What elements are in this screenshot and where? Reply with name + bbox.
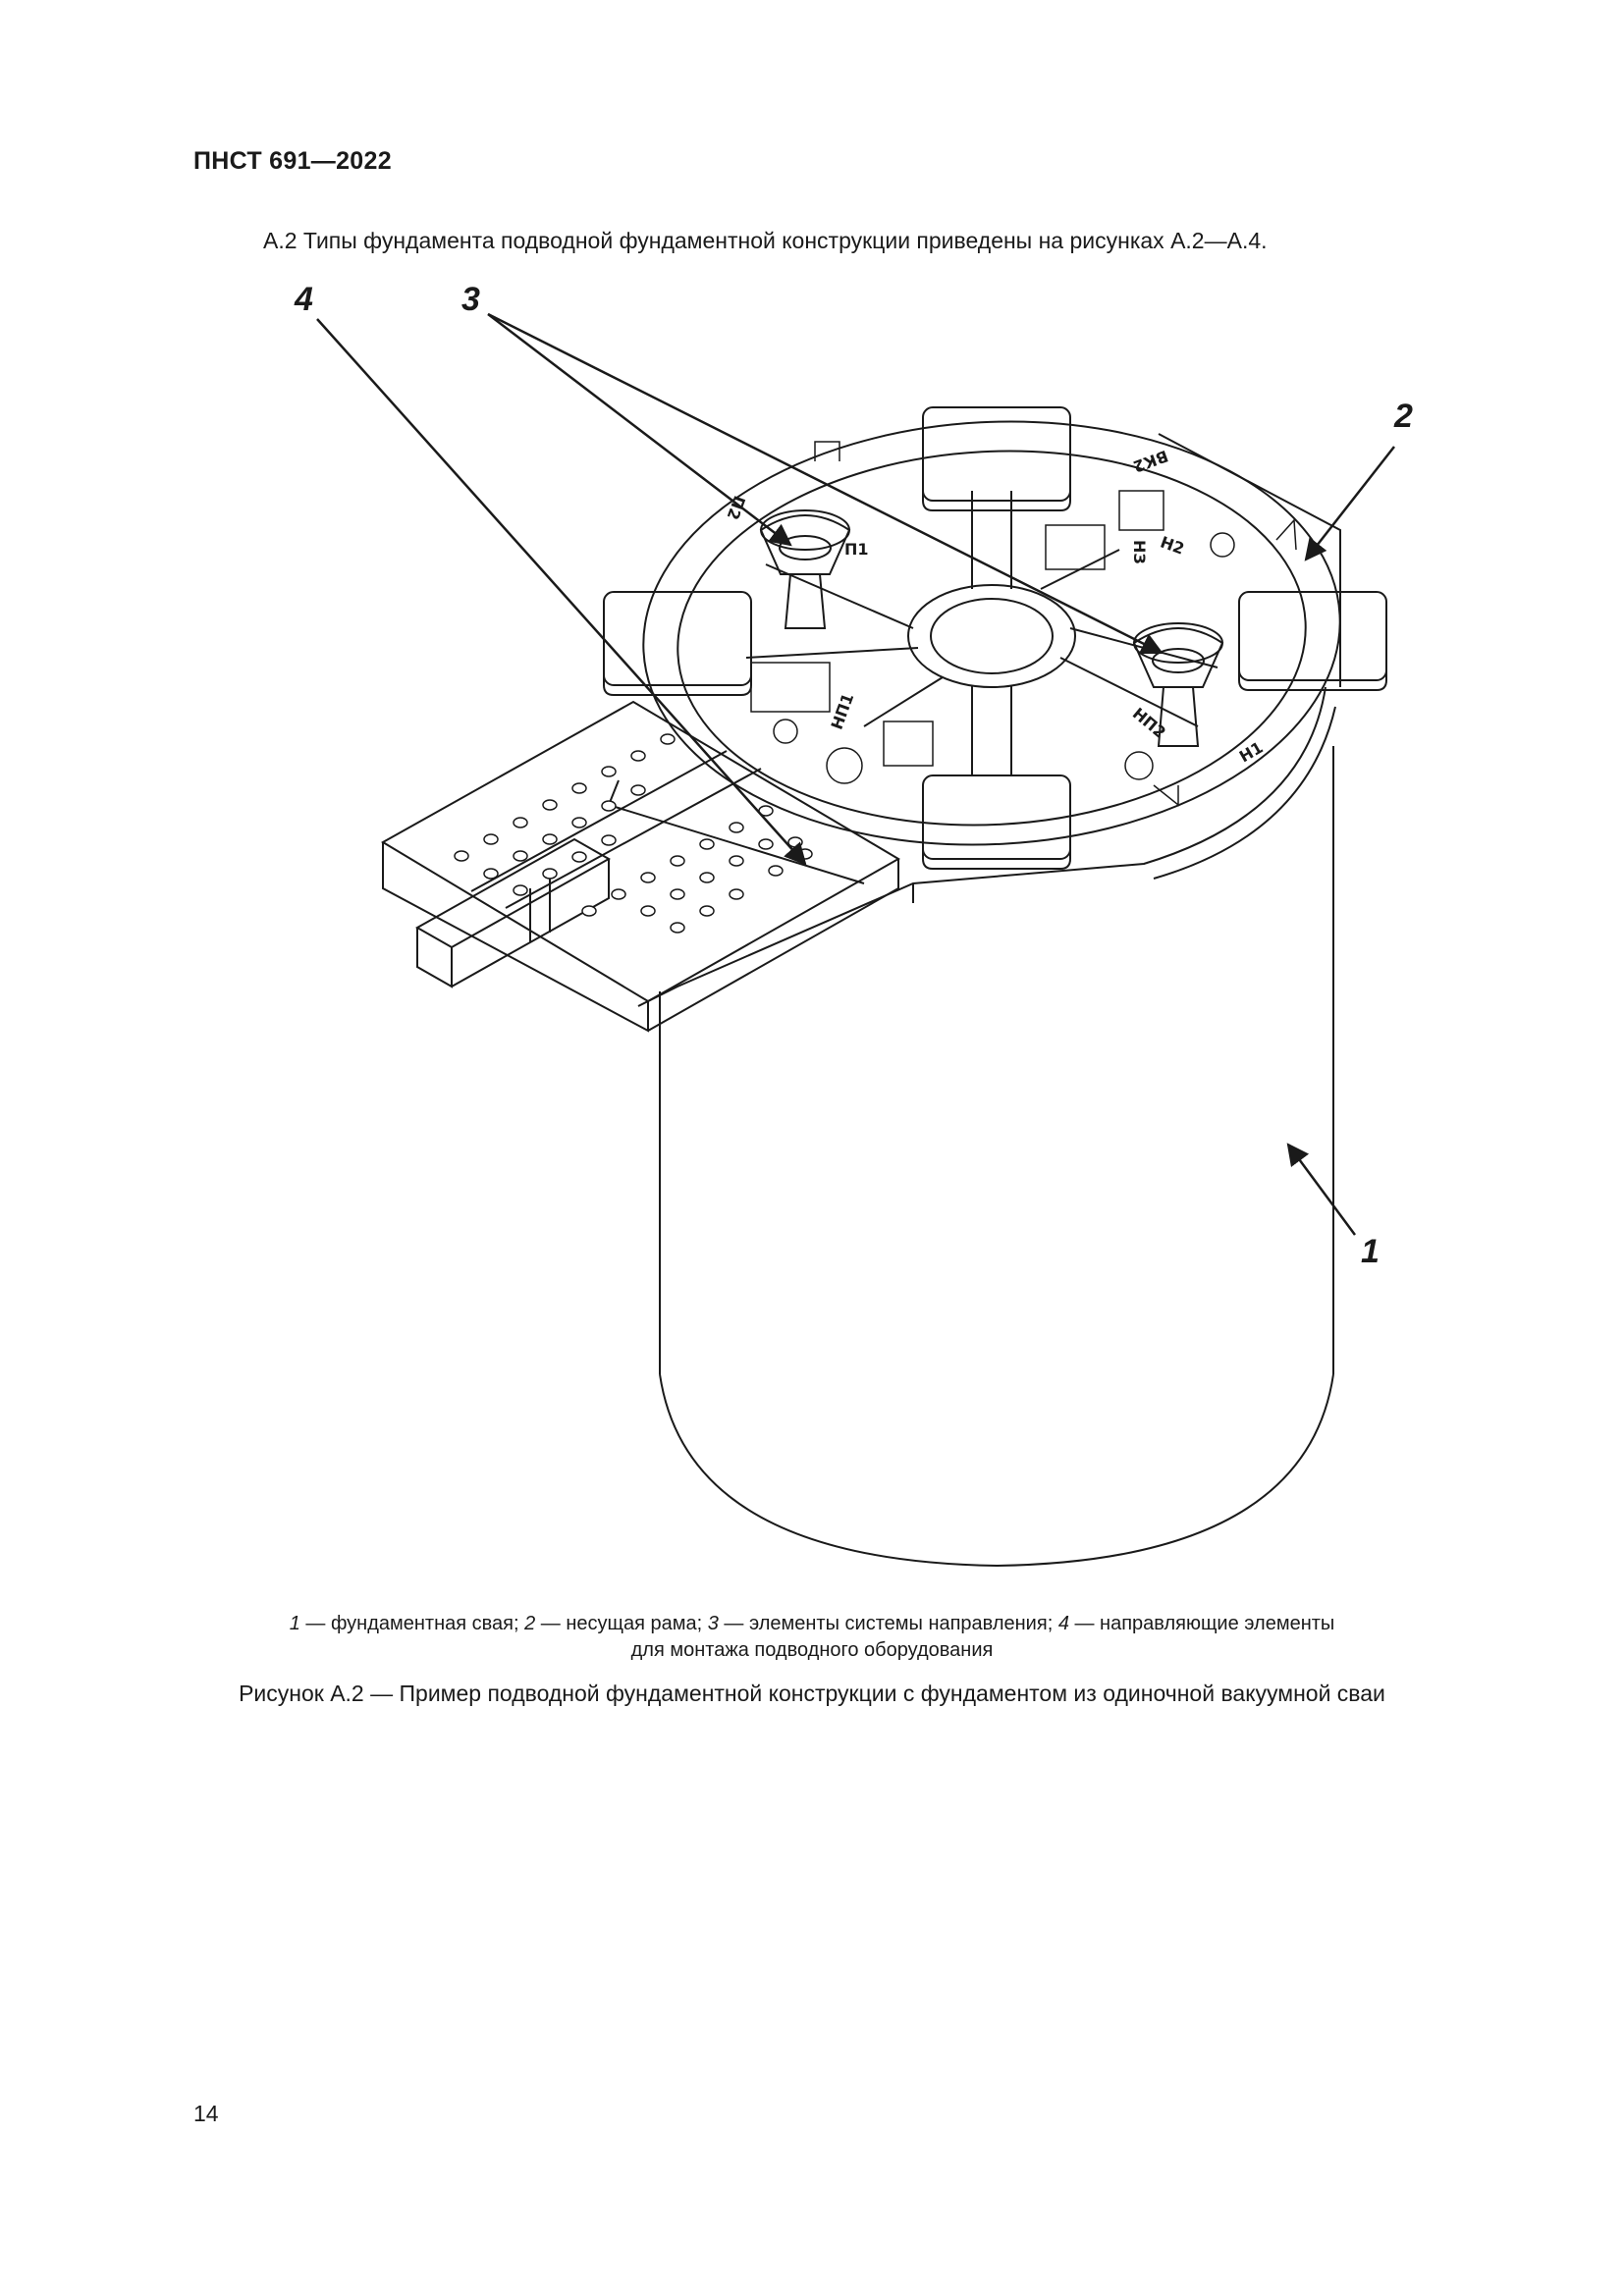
callout-4: 4 xyxy=(295,281,313,318)
frame-details xyxy=(750,441,1297,807)
legend-line-2: для монтажа подводного оборудования xyxy=(630,1639,994,1661)
legend-text-4: — направляющие элементы xyxy=(1068,1613,1335,1634)
figure-caption: Рисунок А.2 — Пример подводной фундамент… xyxy=(239,1681,1385,1706)
intro-paragraph: А.2 Типы фундамента подводной фундаментн… xyxy=(263,228,1268,253)
carrier-frame xyxy=(642,420,1341,846)
legend-num-3: 3 xyxy=(707,1613,719,1634)
legend-num-4: 4 xyxy=(1057,1613,1069,1634)
legend-text-3: — элементы системы направления; xyxy=(718,1613,1058,1634)
foundation-structure-drawing: ВК2 НЗ П2 Н1 НП1 П1 НП2 Н2 xyxy=(316,312,1395,1568)
frame-label-vk2: ВК2 xyxy=(1131,447,1171,476)
foundation-pile xyxy=(659,746,1334,1568)
figure-legend: 1 — фундаментная свая; 2 — несущая рама;… xyxy=(196,1611,1428,1664)
callout-2: 2 xyxy=(1394,398,1413,435)
legend-num-2: 2 xyxy=(524,1613,536,1634)
legend-num-1: 1 xyxy=(289,1613,300,1634)
legend-text-1: — фундаментная свая; xyxy=(299,1613,525,1634)
callout-1: 1 xyxy=(1361,1233,1380,1270)
legend-text-2: — несущая рама; xyxy=(535,1613,708,1634)
page-number: 14 xyxy=(193,2101,219,2126)
frame-label-p1: П1 xyxy=(844,540,869,559)
legend-line-1: 1 — фундаментная свая; 2 — несущая рама;… xyxy=(196,1611,1428,1637)
leader-lines xyxy=(316,312,1395,1236)
callout-3: 3 xyxy=(461,281,480,318)
frame-skirt xyxy=(637,686,1326,1007)
frame-label-np1: НП1 xyxy=(827,691,857,732)
frame-label-n2: Н2 xyxy=(1158,532,1187,558)
guide-pads xyxy=(603,406,1387,870)
document-header-code: ПНСТ 691—2022 xyxy=(193,147,392,175)
platform-holes xyxy=(454,733,813,934)
frame-label-n1: Н1 xyxy=(1236,738,1267,767)
frame-label-n3: НЗ xyxy=(1130,540,1149,564)
